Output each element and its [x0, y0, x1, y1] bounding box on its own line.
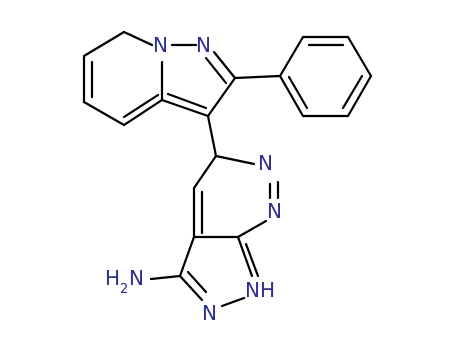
atom-n-pyridazine-1: N — [258, 151, 273, 175]
pyridine-ring — [82, 30, 164, 127]
pyridazine-ring — [192, 154, 280, 239]
amine-bond — [149, 274, 182, 281]
amine-h: H — [105, 266, 120, 290]
pyrazole-ring-top — [160, 43, 237, 118]
phenyl-ring — [233, 35, 373, 118]
atom-amine: H 2 N — [105, 266, 144, 297]
atom-n-bridge: N — [153, 33, 168, 57]
link-bond — [206, 114, 218, 158]
atom-n-pyrazole-top: N — [196, 33, 211, 57]
amine-subscript: 2 — [120, 282, 128, 297]
atom-n-pyridazine-2: N — [267, 199, 282, 223]
atom-nh: NH — [245, 278, 275, 302]
amine-n: N — [129, 266, 144, 290]
pyrazole-ring-bottom — [178, 235, 260, 308]
atom-n-pyrazole-bottom: N — [202, 301, 217, 325]
